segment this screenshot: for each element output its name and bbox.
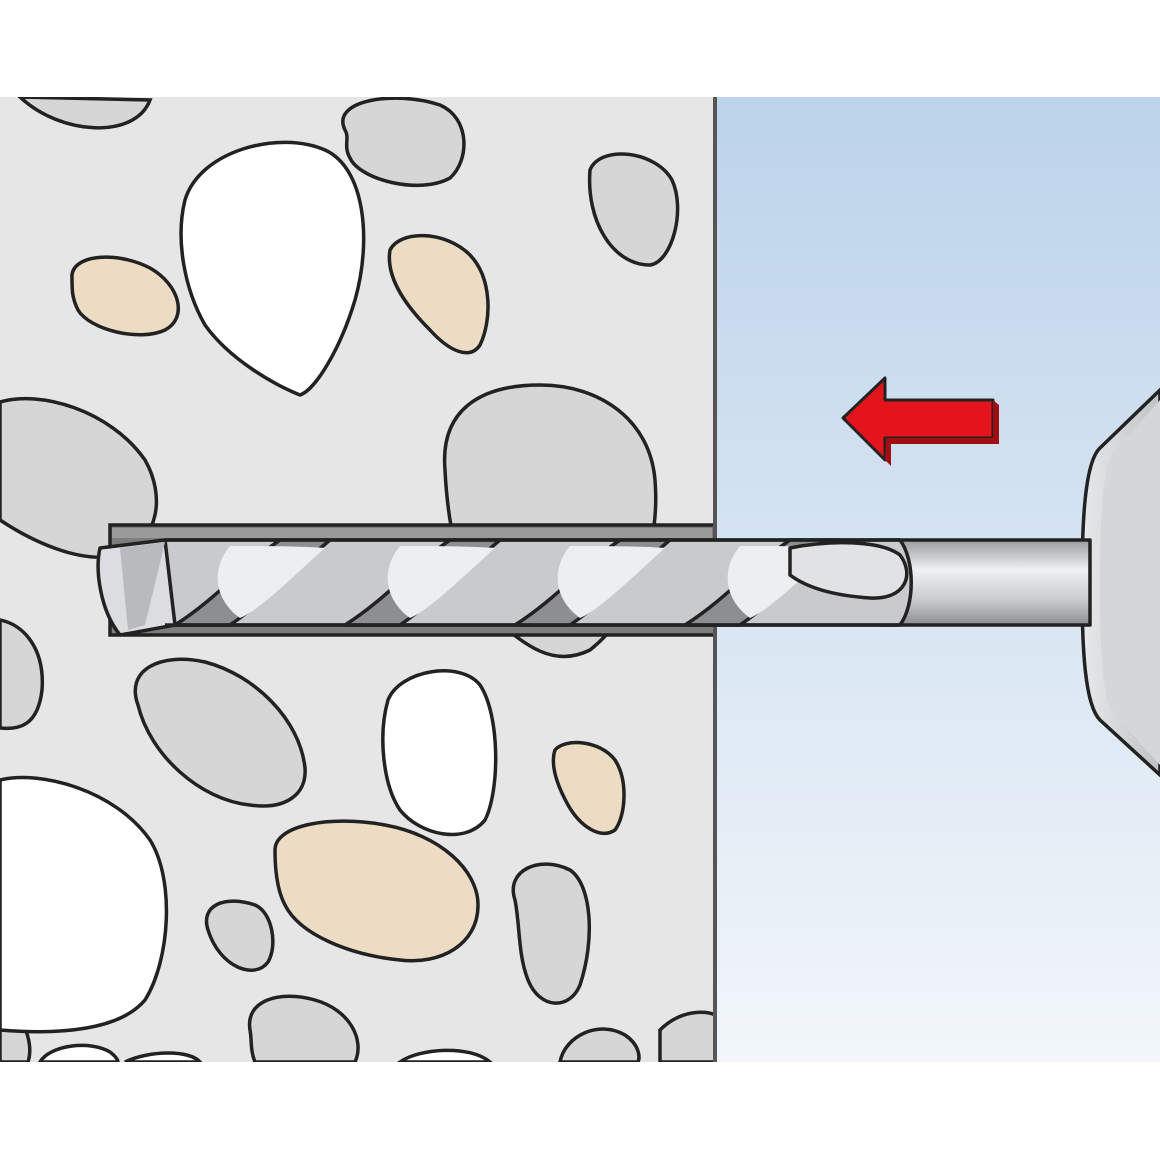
aggregate-stones-white	[0, 140, 498, 1062]
drill-bit	[96, 538, 1092, 637]
aggregate-stones-beige	[70, 233, 626, 963]
drill-lands	[217, 546, 835, 618]
arrow-left-icon	[841, 376, 999, 466]
drill-chuck	[1080, 387, 1160, 778]
